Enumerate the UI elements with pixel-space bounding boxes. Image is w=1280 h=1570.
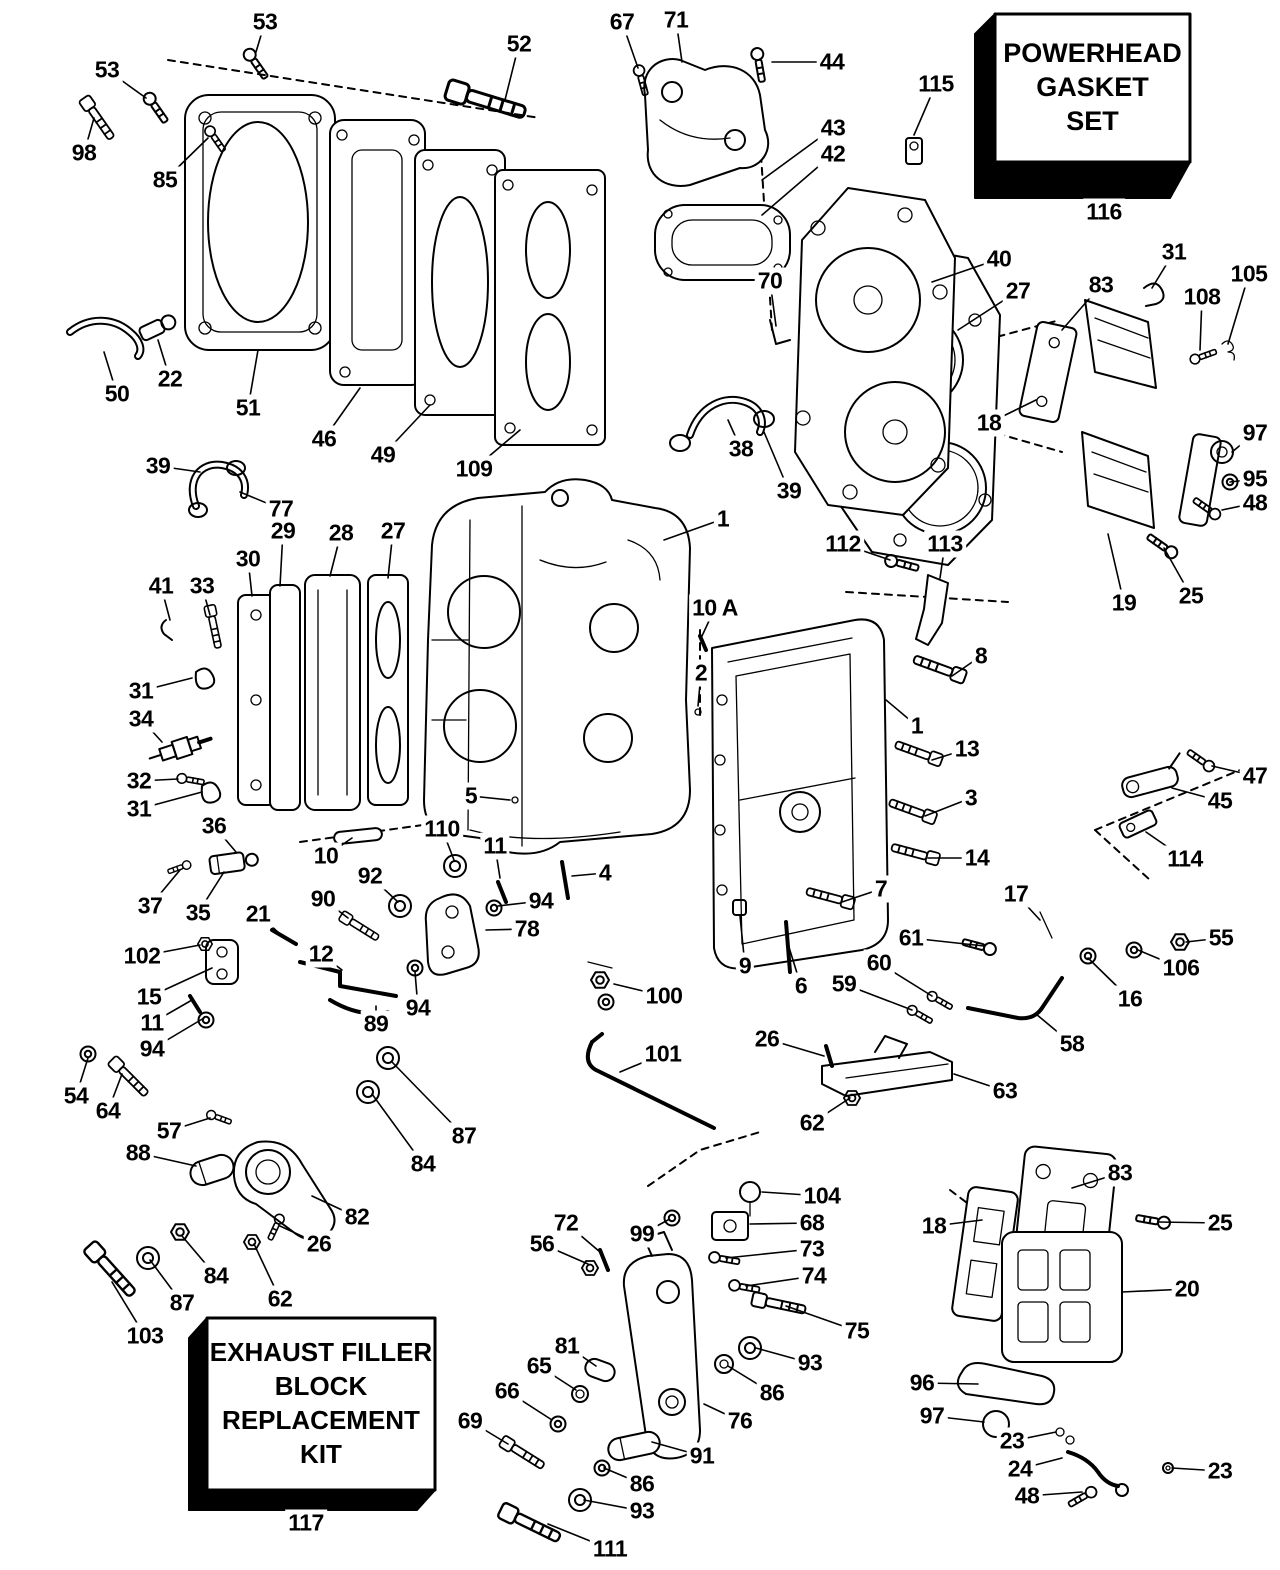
crankcase-cover-stack-drawing <box>184 94 606 446</box>
cylinder-block-drawing <box>423 478 708 900</box>
exhaust-filler-kit-box-drawing <box>188 1316 437 1511</box>
left-small-parts-drawing <box>148 603 508 1029</box>
box-line: POWERHEAD <box>1003 38 1182 69</box>
box-line: EXHAUST FILLER <box>209 1337 433 1368</box>
box-line: SET <box>1066 105 1119 136</box>
powerhead-gasket-set-box-drawing <box>974 12 1192 199</box>
upper-reed-assembly-drawing <box>1018 282 1239 562</box>
hoses-drawing <box>188 395 775 518</box>
spark-plug-drawing <box>148 735 213 762</box>
transfer-port-covers-drawing <box>237 574 409 811</box>
box-line: BLOCK <box>274 1371 368 1402</box>
lower-reed-assembly-drawing <box>951 1145 1174 1511</box>
lifting-bracket-drawing <box>631 46 923 345</box>
crankcase-half-drawing <box>711 618 889 974</box>
right-fasteners-drawing <box>804 552 1218 1106</box>
exhaust-filler-kit-label: EXHAUST FILLER BLOCK REPLACEMENT KIT <box>207 1318 435 1490</box>
lower-left-mount-drawing <box>79 1045 400 1301</box>
cylinder-head-drawing <box>794 187 1001 566</box>
top-left-fasteners-drawing <box>66 45 530 360</box>
box-line: REPLACEMENT <box>222 1405 420 1435</box>
box-line: KIT <box>300 1438 342 1469</box>
lower-mount-arm-drawing <box>495 1231 701 1547</box>
box-line: GASKET <box>1036 72 1149 103</box>
linkage-drawing <box>581 961 808 1374</box>
powerhead-gasket-set-label: POWERHEAD GASKET SET <box>995 14 1190 162</box>
